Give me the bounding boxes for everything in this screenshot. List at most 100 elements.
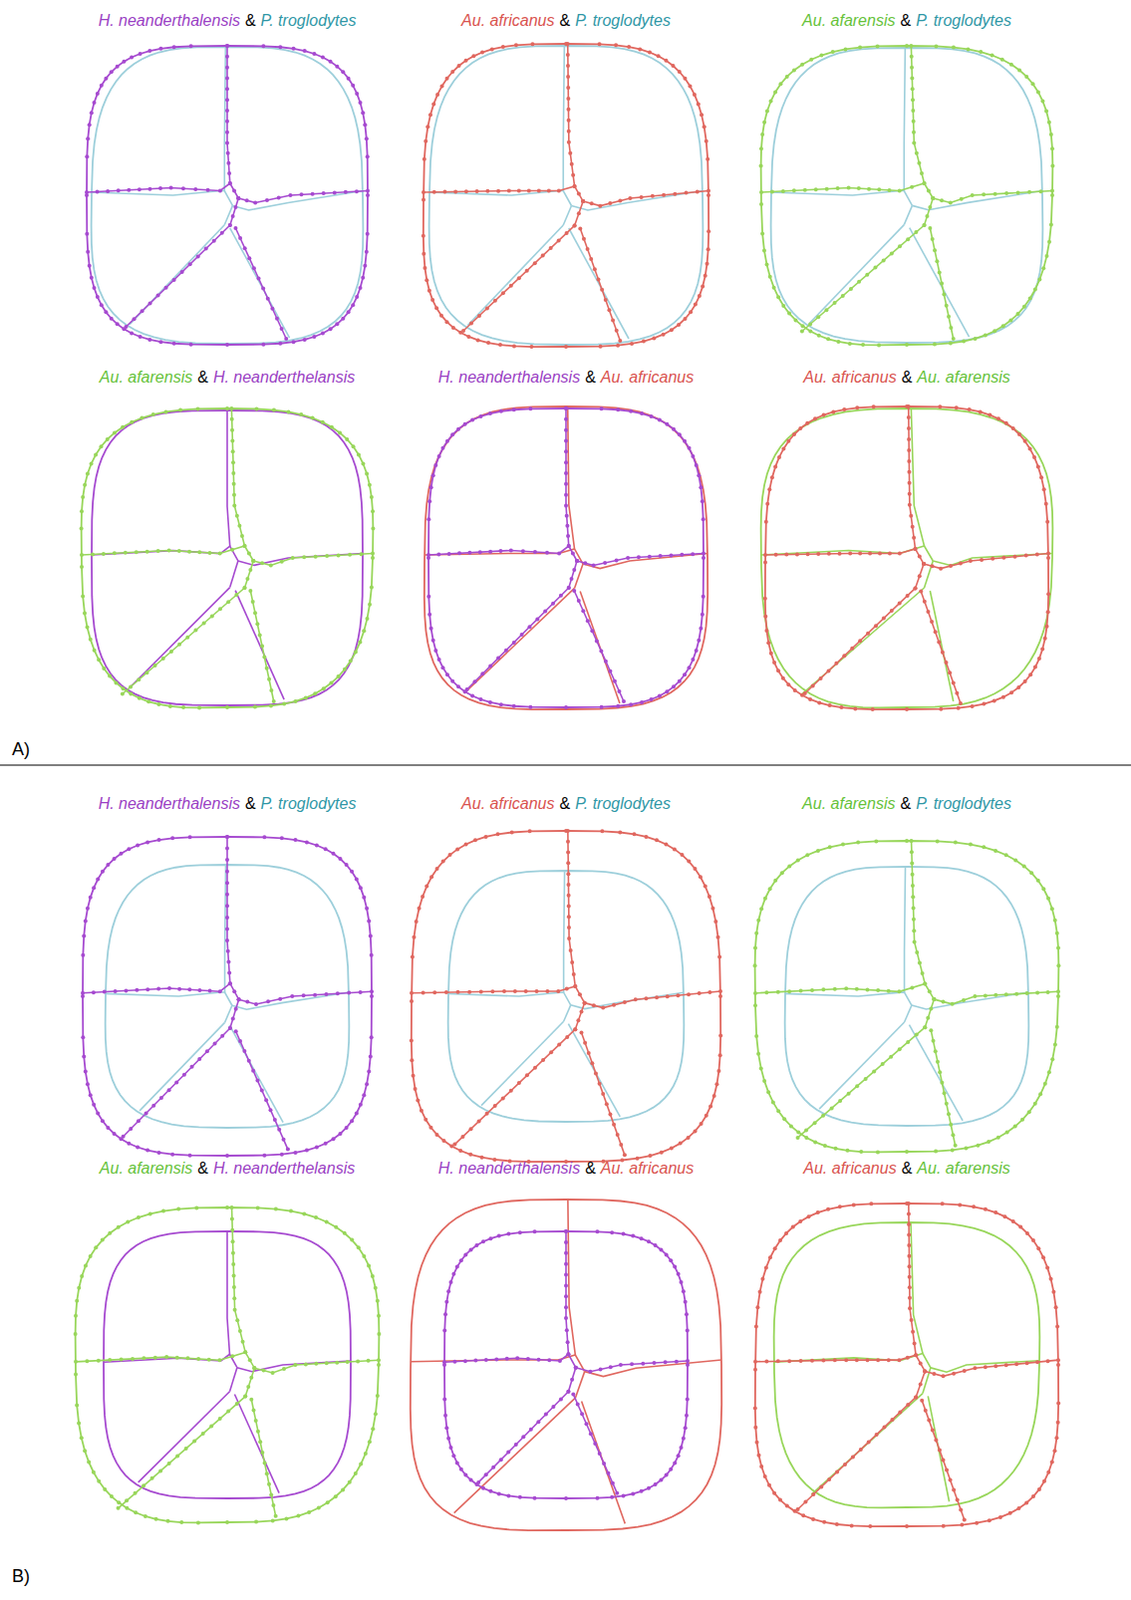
fissure-line [129,587,231,689]
landmark-dot [477,1119,482,1124]
crown-outline [428,408,704,708]
fissure-line [467,225,564,326]
fissure-line [564,1005,571,1022]
landmark-dot [238,1039,243,1044]
pair-title: H. neanderthalensis&Au. africanus [438,1159,694,1178]
landmark-dot [944,1102,949,1107]
fissure-line [118,1397,247,1509]
landmark-dot [277,1128,282,1132]
crown-outline [91,410,363,706]
fissure-line [82,983,240,1000]
species-name: Au. afarensis [802,11,895,29]
landmark-dot [953,1143,958,1148]
fissure-line [911,841,926,985]
species-name: P. troglodytes [261,795,357,813]
landmark-dot [942,1091,947,1096]
landmark-dot [944,1468,949,1473]
landmark-dot [930,1428,935,1433]
landmark-dot [933,1049,938,1054]
crown-outline [82,837,372,1156]
fissure-line [574,1372,584,1400]
fissure-line [579,228,620,340]
fissure-line [563,870,566,993]
landmark-dot [593,1071,598,1076]
landmark-dot [940,1458,945,1463]
fissure-line [563,206,571,227]
landmark-dot [263,1461,268,1466]
panel-label: B) [11,1566,30,1588]
fissure-line [904,1005,912,1023]
landmark-dot [579,1031,584,1036]
overlay-plot [753,839,1062,1154]
fissure-line [765,549,924,565]
ampersand: & [584,1159,596,1177]
landmark-dot [951,336,956,341]
fissure-line [802,587,925,695]
fissure-line [809,225,904,324]
species-name: Au. afarensis [916,1159,1010,1177]
landmark-dot [460,1134,465,1139]
fissure-line [910,408,924,547]
landmark-dot [582,1041,587,1046]
pair-title: Au. afarensis&P. troglodytes [802,11,1012,30]
crown-outline [755,841,1060,1152]
fissure-line [924,198,934,226]
landmark-dot [615,1132,620,1137]
fissure-line [481,1021,565,1106]
crown-outline [91,46,364,344]
fissure-line [227,410,231,547]
fissure-line [245,561,255,588]
fissure-line [410,1355,585,1373]
fissure-line [567,1199,575,1356]
crown-outline [765,406,1049,710]
ampersand: & [584,368,596,386]
landmark-dot [950,1132,955,1137]
species-name: H. neanderthalensis [98,795,241,813]
fissure-line [254,1360,379,1374]
ampersand: & [245,795,257,813]
crown-outline [410,1199,722,1531]
crown-outline [75,1207,380,1523]
fissure-line [448,992,571,1006]
fissure-line [423,186,583,202]
fissure-line [908,1025,963,1122]
fissure-line [227,45,231,184]
fissure-line [903,205,912,225]
fissure-line [903,866,907,993]
fissure-line [444,1354,576,1368]
fissure-line [755,984,934,1001]
landmark-dot [260,1450,265,1455]
fissure-line [239,991,372,1005]
landmark-dot [267,677,272,682]
fissure-line [428,546,577,562]
fissure-line [478,1392,568,1483]
landmark-dot [242,1049,247,1054]
species-name: H. neanderthalensis [98,11,241,29]
pair-title: Au. africanus&Au. afarensis [803,368,1010,387]
crown-outline [424,406,708,710]
crown-outline [448,870,685,1123]
fissure-line [81,546,254,562]
landmark-dot [935,1060,940,1065]
landmark-dot [272,699,277,704]
fissure-line [568,228,629,339]
pair-title: Au. afarensis&H. neanderthelansis [99,1159,355,1178]
landmark-dot [285,1147,290,1152]
landmark-dot [282,1137,286,1142]
landmark-dot [622,1152,627,1157]
landmark-dot [249,1398,254,1403]
fissure-line [584,991,721,1009]
fissure-line [920,590,961,703]
landmark-dot [260,1088,265,1093]
fissure-line [930,1030,955,1145]
panel-label: A) [11,739,30,761]
fissure-line [464,587,575,694]
overlay-plot [421,41,711,349]
landmark-dot [251,1069,256,1074]
fissure-line [923,553,1049,568]
ampersand: & [245,11,257,29]
fissure-line [582,553,708,568]
fissure-line [463,225,575,331]
fissure-line [86,183,239,199]
fissure-line [230,198,239,226]
